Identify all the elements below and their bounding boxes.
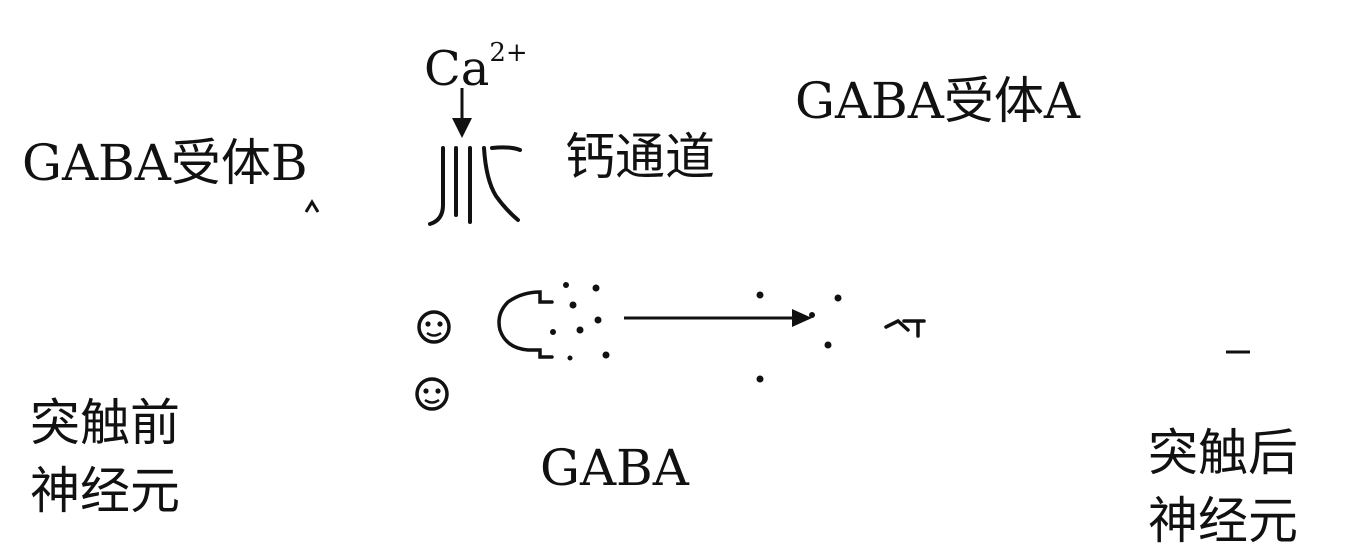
gaba-label: GABA (540, 439, 689, 497)
presynaptic-neuron-label-line2: 神经元 (30, 462, 180, 520)
postsynaptic-neuron-label-line1: 突触后 (1148, 424, 1298, 482)
gaba-receptor-b-label: GABA受体B (22, 134, 308, 192)
gaba-receptor-a (884, 318, 926, 338)
calcium-ion-base: Ca (424, 41, 490, 97)
postsynaptic-neuron-label-line2: 神经元 (1148, 492, 1298, 550)
calcium-ion-label: Ca2+ (424, 40, 528, 93)
gaba-receptor-a-label: GABA受体A (795, 72, 1081, 130)
gaba-molecules (550, 282, 842, 383)
synaptic-vesicle (417, 310, 451, 344)
gaba-receptor-b-mark (304, 199, 320, 213)
calcium-channel-label: 钙通道 (565, 128, 715, 186)
presynaptic-neuron-label-line1: 突触前 (30, 394, 180, 452)
exocytosis-membrane (497, 290, 554, 359)
calcium-ion-charge: 2+ (489, 38, 528, 68)
calcium-influx-arrow (452, 88, 472, 138)
calcium-channel (428, 145, 522, 226)
gaba-diffusion-arrow (624, 309, 812, 327)
synaptic-vesicle (415, 377, 449, 411)
